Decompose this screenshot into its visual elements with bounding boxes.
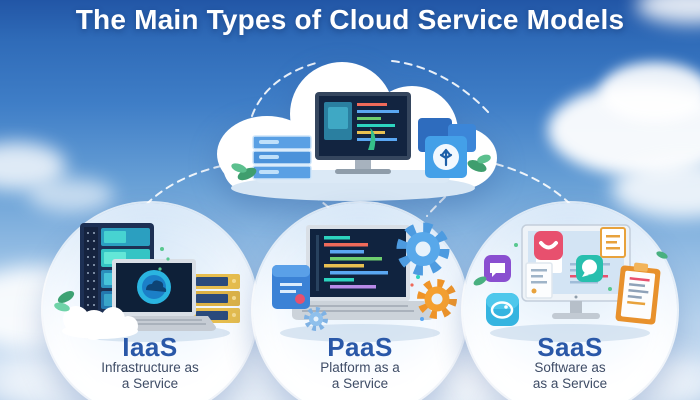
saas-subtitle-line1: Software as bbox=[534, 360, 606, 375]
app-cube-icon bbox=[486, 293, 519, 326]
orange-gear-icon bbox=[417, 279, 457, 319]
saas-acronym: SaaS bbox=[537, 332, 603, 362]
background-cloud bbox=[28, 178, 114, 212]
paas-subtitle-line2: a Service bbox=[331, 375, 389, 391]
connector-cloud-to-paas-right bbox=[426, 196, 446, 217]
small-gear-icon bbox=[304, 307, 328, 331]
paas-caption: PaaS Platform as a a Service bbox=[253, 334, 467, 391]
iaas-acronym: IaaS bbox=[122, 332, 178, 362]
page-title: The Main Types of Cloud Service Models bbox=[75, 4, 625, 35]
central-cloud-illustration bbox=[217, 62, 497, 201]
saas-subtitle-line2: as a Service bbox=[532, 375, 608, 391]
paas-acronym: PaaS bbox=[327, 332, 393, 362]
sprout-icon bbox=[368, 128, 376, 150]
background-cloud bbox=[600, 62, 700, 122]
dashed-arc-top-left bbox=[251, 61, 321, 117]
document-icon bbox=[600, 227, 626, 258]
plant-icon bbox=[54, 247, 170, 312]
saas-caption: SaaS Software as as a Service bbox=[463, 334, 677, 391]
saas-illustration bbox=[473, 224, 668, 342]
chat-app-icon-teal bbox=[576, 255, 603, 282]
blue-gear-icon bbox=[396, 222, 450, 276]
iaas-bubble: IaaS Infrastructure as a Service bbox=[43, 203, 257, 400]
iaas-subtitle-line2: a Service bbox=[121, 375, 179, 391]
smile-app-icon-pink bbox=[534, 231, 563, 260]
monitor-with-code bbox=[315, 92, 411, 174]
plants bbox=[231, 154, 491, 181]
cloud-puffs bbox=[62, 306, 138, 340]
blue-package-box-icon bbox=[272, 265, 310, 309]
connector-cloud-to-saas bbox=[495, 163, 572, 206]
paas-subtitle-line1: Platform as a bbox=[320, 360, 400, 375]
iaas-subtitle-line1: Infrastructure as bbox=[101, 360, 199, 375]
central-cloud bbox=[205, 54, 500, 206]
paas-illustration bbox=[272, 222, 457, 342]
iaas-illustration bbox=[54, 223, 240, 342]
paas-bubble: PaaS Platform as a a Service bbox=[253, 203, 467, 400]
laptop-with-cloud-logo-icon bbox=[100, 259, 216, 331]
blue-server-stack bbox=[252, 135, 312, 180]
software-boxes bbox=[418, 118, 476, 178]
note-card-icon bbox=[525, 262, 553, 299]
plant-icon bbox=[473, 243, 668, 291]
chat-app-icon-purple bbox=[484, 255, 511, 282]
gold-server-stack-icon bbox=[192, 274, 240, 323]
iaas-caption: IaaS Infrastructure as a Service bbox=[43, 334, 257, 391]
saas-bubble: SaaS Software as as a Service bbox=[463, 203, 677, 400]
dashed-arc-top-right bbox=[391, 60, 490, 114]
laptop-with-code-icon bbox=[292, 225, 434, 320]
orange-clipboard-icon bbox=[615, 262, 661, 325]
